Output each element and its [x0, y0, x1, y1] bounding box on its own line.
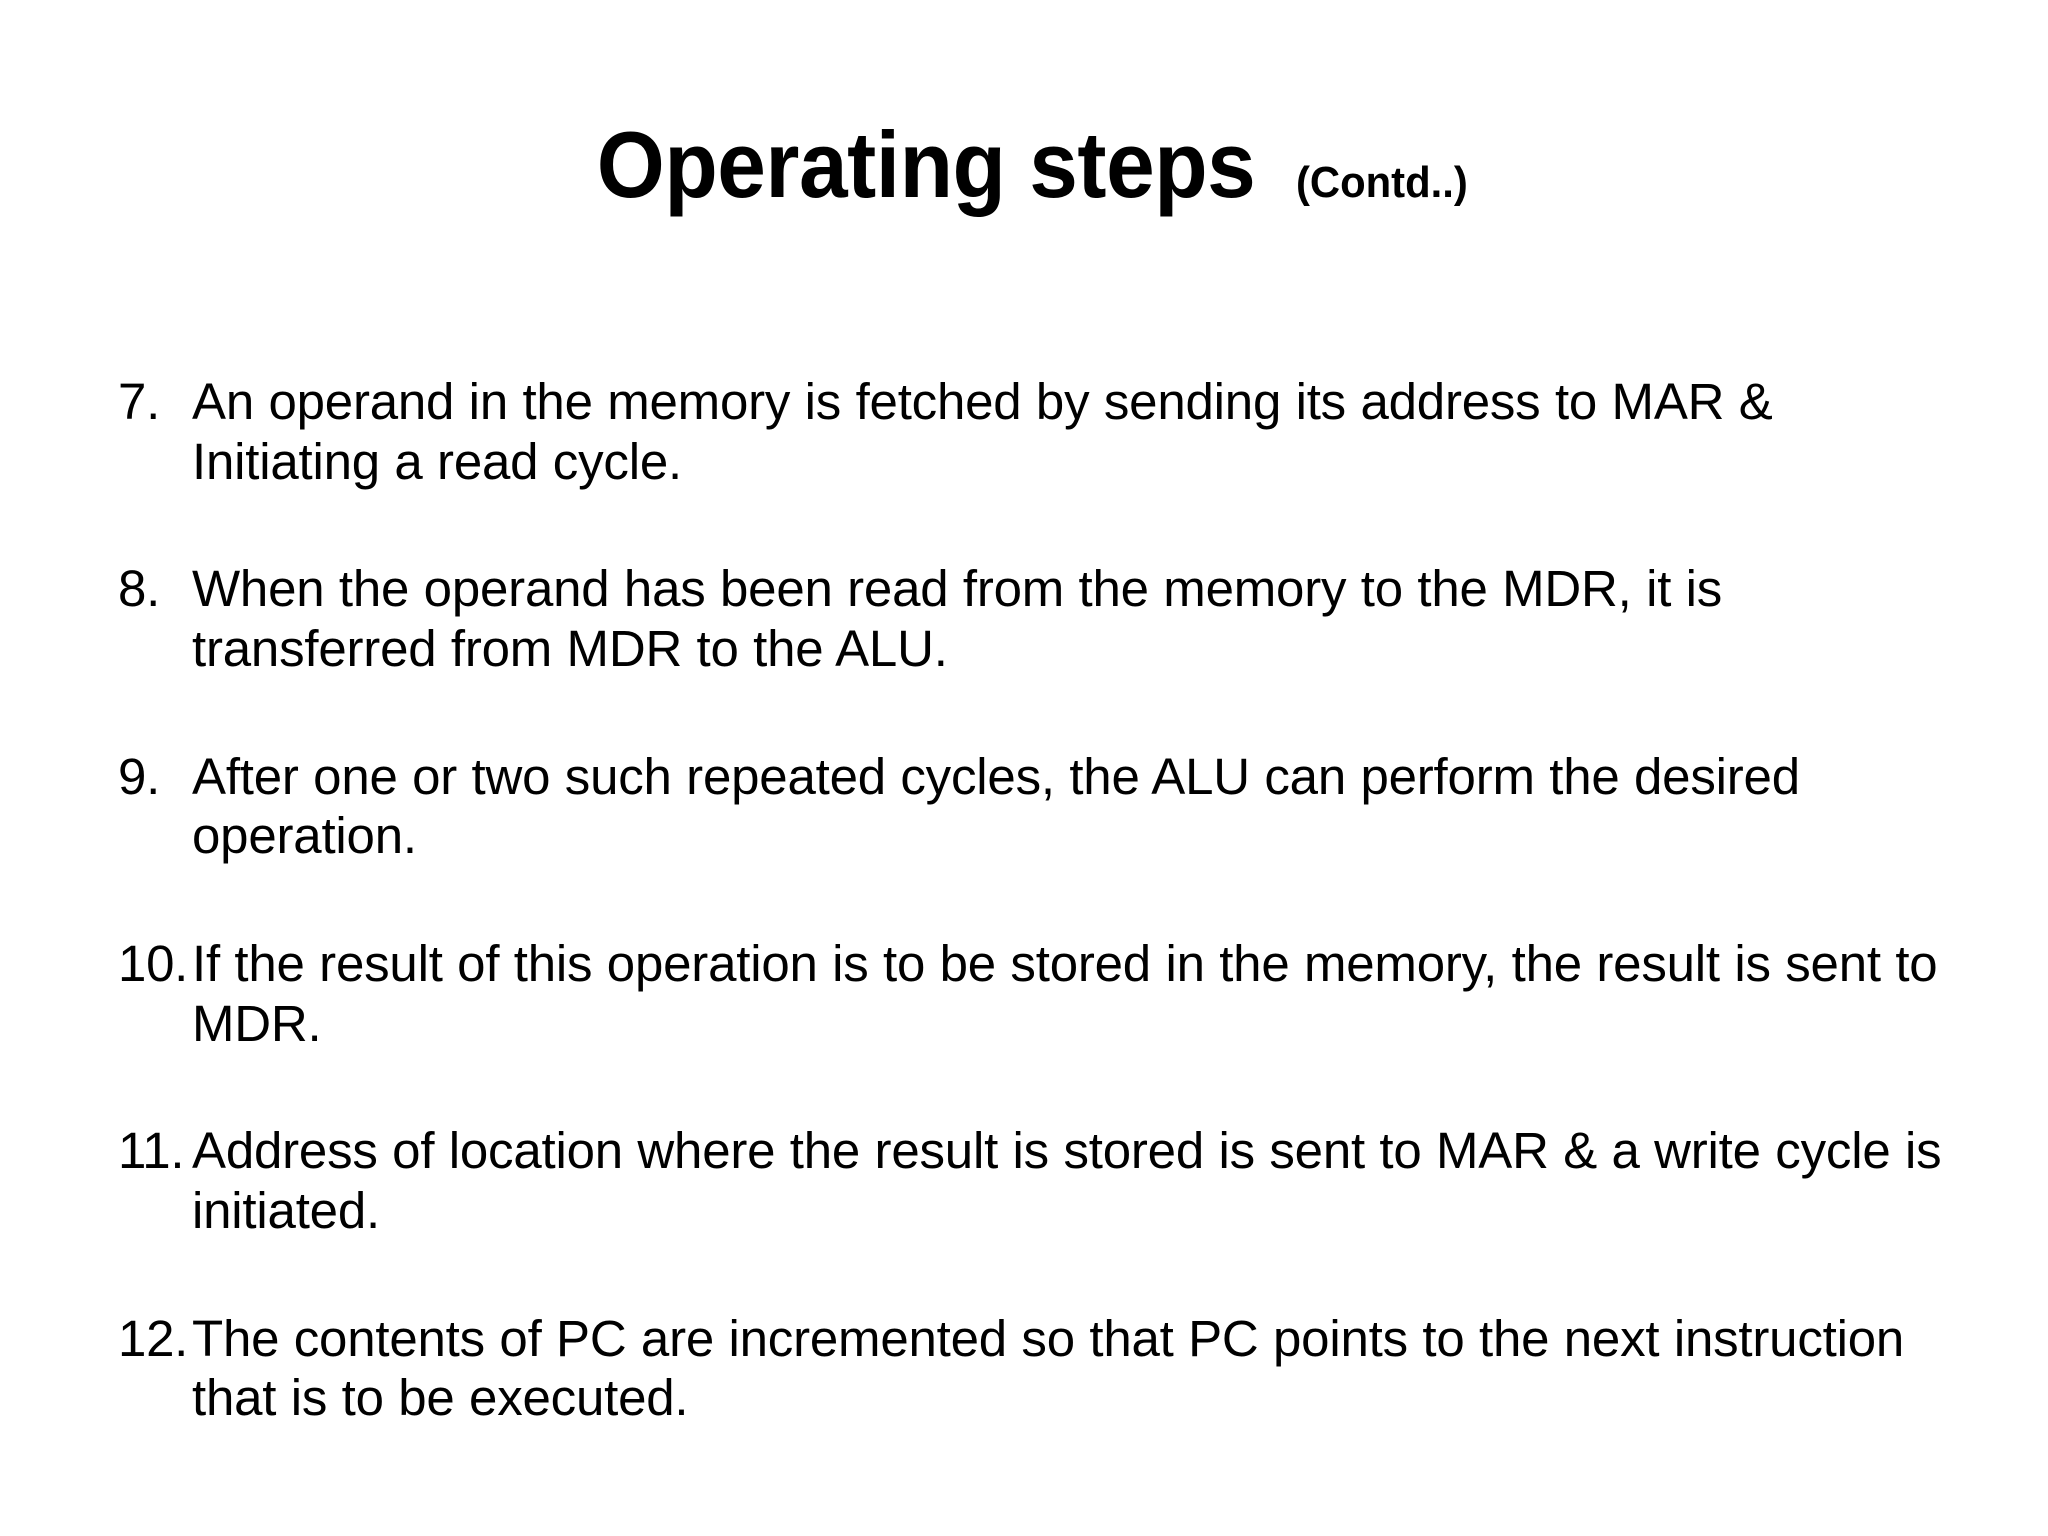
list-item: 10. If the result of this operation is t…	[118, 934, 1968, 1053]
list-item-number: 11.	[118, 1122, 185, 1180]
list-item-text: Address of location where the result is …	[192, 1122, 1942, 1239]
list-item-text: If the result of this operation is to be…	[192, 934, 1938, 1052]
list-item: 8. When the operand has been read from t…	[118, 559, 1968, 678]
list-item: 9. After one or two such repeated cycles…	[118, 747, 1968, 866]
list-item: 7. An operand in the memory is fetched b…	[118, 372, 1968, 491]
page-title-continued-label: (Contd..)	[1295, 158, 1468, 207]
page-title: Operating steps	[596, 112, 1255, 217]
list-item-number: 7.	[118, 373, 160, 430]
slide-title: Operating steps(Contd..)	[0, 118, 2048, 212]
list-item-text: An operand in the memory is fetched by s…	[192, 373, 1773, 490]
list-item: 11. Address of location where the result…	[118, 1121, 1968, 1240]
steps-list: 7. An operand in the memory is fetched b…	[118, 372, 1968, 1428]
list-item-number: 12.	[118, 1309, 188, 1367]
list-item-number: 9.	[118, 747, 160, 805]
list-item-text: When the operand has been read from the …	[192, 560, 1723, 677]
list-item-text: The contents of PC are incremented so th…	[192, 1309, 1905, 1427]
list-item: 12. The contents of PC are incremented s…	[118, 1309, 1968, 1428]
list-item-text: After one or two such repeated cycles, t…	[192, 747, 1800, 865]
list-item-number: 10.	[118, 934, 188, 992]
list-item-number: 8.	[118, 560, 160, 618]
